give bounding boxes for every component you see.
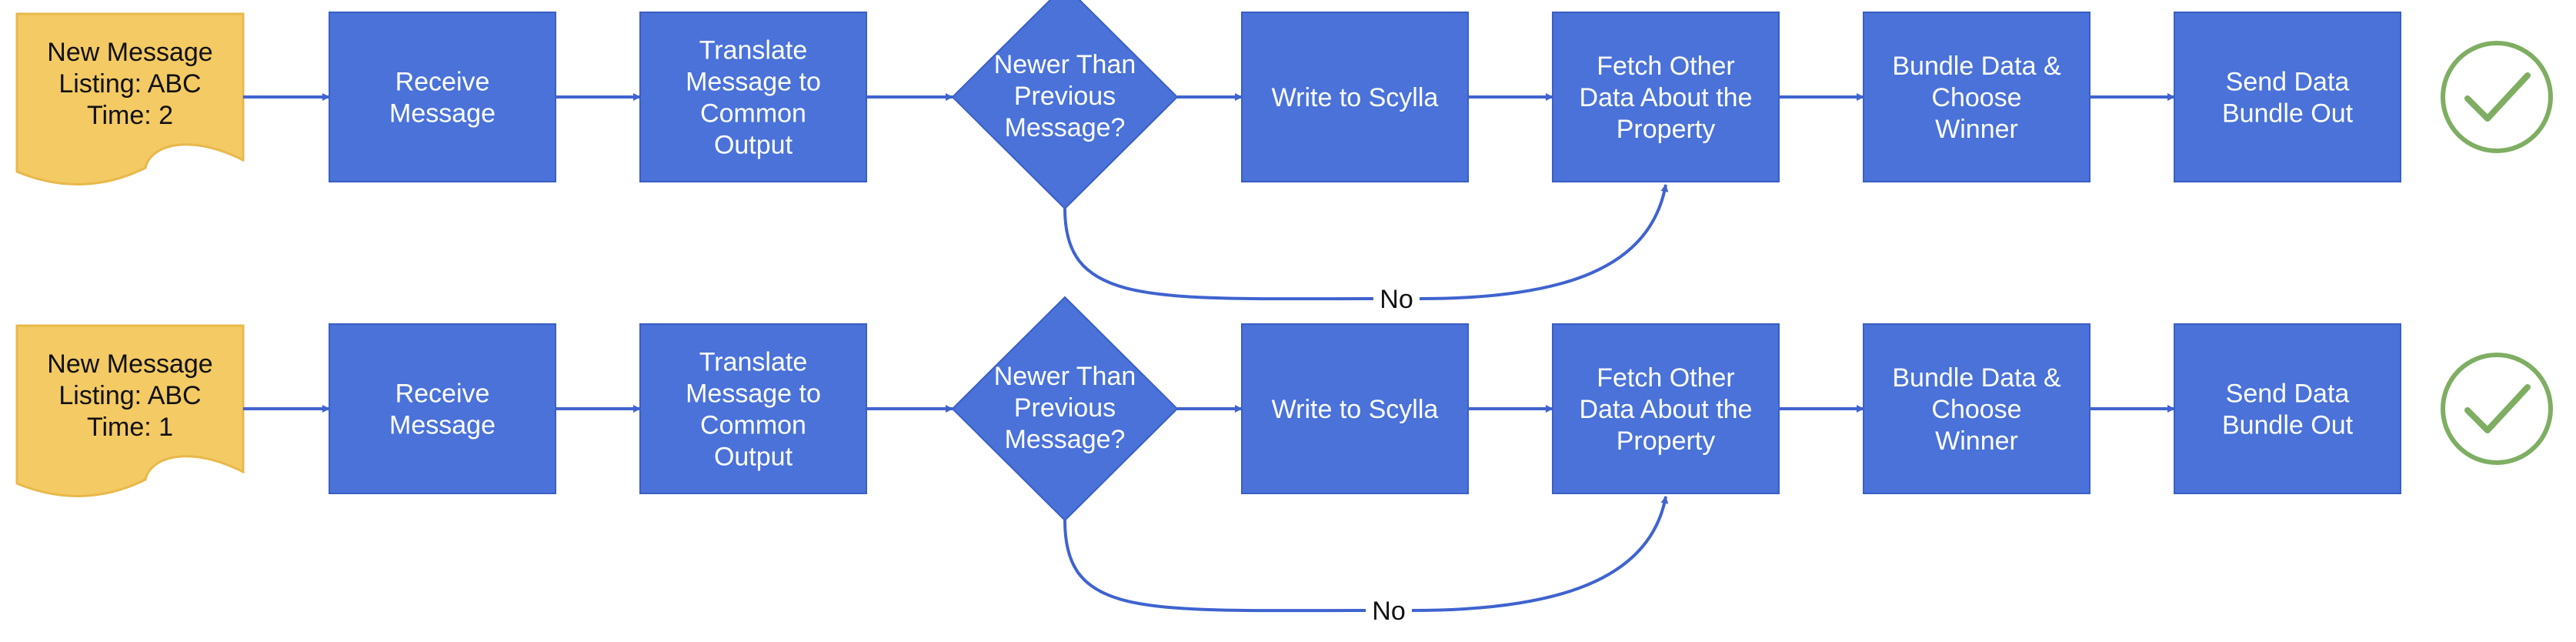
translate-message-node-text-line: Output [714,443,793,472]
fetch-property-data-node-text-line: Property [1617,426,1716,456]
process-box [639,323,867,494]
translate-message-node-text-line: Output [714,131,793,160]
send-data-bundle-node-text-line: Send Data [2226,68,2350,97]
decision-text-line: Message? [1005,113,1126,142]
write-to-scylla-node-text-line: Write to Scylla [1272,395,1439,424]
fetch-property-data-node-text-line: Property [1617,115,1716,144]
no-branch-label: No [1372,597,1405,626]
no-branch-curve-end [1419,184,1669,300]
process-box [1241,323,1469,494]
process-box [2174,12,2401,182]
translate-message-node-text-line: Message to [686,68,821,97]
document-shape [15,12,245,186]
write-to-scylla-node: Write to Scylla [1241,12,1469,182]
fetch-property-data-node-text-line: Fetch Other [1597,363,1735,393]
send-data-bundle-node-text-line: Bundle Out [2222,411,2354,440]
process-box [1863,323,2090,494]
message-text-line: Time: 2 [87,101,173,130]
send-data-bundle-node-text-line: Bundle Out [2222,99,2354,129]
process-box [329,12,556,182]
decision-text-line: Message? [1005,425,1126,454]
translate-message-node-text-line: Translate [699,348,807,377]
process-box [1863,12,2090,182]
document-shape [15,324,245,497]
no-branch-curve-end [1411,496,1669,612]
fetch-property-data-node-text-line: Data About the [1580,83,1753,112]
receive-message-node-text-line: Message [389,411,496,440]
receive-message-node-text-line: Receive [395,68,490,97]
check-circle-outline [2441,41,2553,153]
translate-message-node-text-line: Message to [686,380,821,409]
translate-message-node-text-line: Common [700,99,806,129]
fetch-property-data-node-text-line: Fetch Other [1597,52,1735,81]
check-circle-icon [2441,353,2553,465]
check-circle-icon [2441,41,2553,153]
decision-text-line: Newer Than [994,50,1136,79]
bundle-choose-winner-node-text-line: Bundle Data & [1892,52,2061,81]
send-data-bundle-node-text-line: Send Data [2226,380,2350,409]
write-to-scylla-node: Write to Scylla [1241,323,1469,494]
bundle-choose-winner-node-text-line: Winner [1935,426,2018,456]
receive-message-node-text-line: Message [389,99,496,129]
message-text-line: Time: 1 [87,413,173,442]
bundle-choose-winner-node-text-line: Bundle Data & [1892,363,2061,393]
write-to-scylla-node-text-line: Write to Scylla [1272,83,1439,112]
bundle-choose-winner-node-text-line: Winner [1935,115,2018,144]
decision-text-line: Previous [1014,82,1116,111]
process-box [1552,12,1780,182]
no-branch-curve-start [1063,208,1374,301]
translate-message-node-text-line: Common [700,411,806,440]
receive-message-node-text-line: Receive [395,380,490,409]
message-text-line: New Message [47,38,212,67]
no-branch-curve-start [1063,520,1366,613]
process-box [1552,323,1780,494]
no-branch-label: No [1380,285,1413,314]
checkmark-stroke [2464,384,2531,433]
process-box [329,323,556,494]
message-text-line: New Message [47,349,212,379]
translate-message-node-text-line: Translate [699,36,807,65]
bundle-choose-winner-node-text-line: Choose [1931,83,2021,112]
decision-text-line: Newer Than [994,362,1136,391]
bundle-choose-winner-node-text-line: Choose [1931,395,2021,424]
checkmark-stroke [2464,72,2531,122]
message-text-line: Listing: ABC [58,381,201,410]
message-text-line: Listing: ABC [58,69,201,99]
decision-text-line: Previous [1014,393,1116,423]
process-box [639,12,867,182]
fetch-property-data-node-text-line: Data About the [1580,395,1753,424]
process-box [2174,323,2401,494]
check-circle-outline [2441,353,2553,465]
